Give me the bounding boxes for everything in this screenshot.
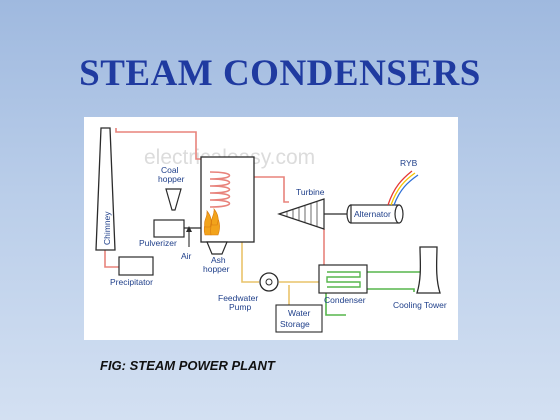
precipitator: Precipitator xyxy=(110,256,154,287)
chimney-label: Chimney xyxy=(102,211,112,245)
feedwater-pump-label-2: Pump xyxy=(229,302,251,312)
water-storage-label-2: Storage xyxy=(280,319,310,329)
furnace-flame-icon xyxy=(203,207,220,236)
precipitator-label: Precipitator xyxy=(110,277,153,287)
coal-hopper-label-1: Coal xyxy=(161,165,179,175)
output-wires-icon xyxy=(387,170,419,206)
feedwater-pump: Feedwater Pump xyxy=(218,272,279,312)
flue-gas-pipe xyxy=(115,128,201,160)
turbine-label: Turbine xyxy=(296,187,325,197)
turbine: Turbine xyxy=(277,187,350,230)
main-steam-pipe xyxy=(254,176,289,203)
steam-power-plant-diagram: electricaleasy.com Chimney xyxy=(84,117,458,340)
alternator-label: Alternator xyxy=(354,209,391,219)
alternator: Alternator RYB xyxy=(346,158,419,224)
ash-hopper-label-1: Ash xyxy=(211,255,226,265)
cooling-tower-label: Cooling Tower xyxy=(393,300,447,310)
diagram-canvas: electricaleasy.com Chimney xyxy=(95,127,447,333)
ash-hopper-label-2: hopper xyxy=(203,264,230,274)
water-storage-label-1: Water xyxy=(288,308,311,318)
feedwater-pipe-boiler xyxy=(241,225,259,283)
ryb-label: RYB xyxy=(400,158,418,168)
figure-caption: FIG: STEAM POWER PLANT xyxy=(100,358,275,373)
condenser: Condenser xyxy=(318,264,368,305)
feed-pipes xyxy=(241,225,324,305)
boiler-tubes xyxy=(209,171,231,208)
coal-hopper: Coal hopper xyxy=(158,165,185,211)
condenser-label: Condenser xyxy=(324,295,366,305)
cooling-supply-pipe xyxy=(367,288,415,292)
pulverizer-label: Pulverizer xyxy=(139,238,177,248)
precipitator-pipe xyxy=(104,250,119,268)
cooling-tower: Cooling Tower xyxy=(393,246,447,310)
cooling-return-pipe xyxy=(367,249,427,273)
boiler: Ash hopper xyxy=(200,156,255,274)
coal-hopper-label-2: hopper xyxy=(158,174,185,184)
slide-title: STEAM CONDENSERS xyxy=(79,53,481,94)
pulverizer: Pulverizer xyxy=(139,219,202,248)
air-inlet: Air xyxy=(181,226,192,261)
air-label: Air xyxy=(181,251,192,261)
chimney: Chimney xyxy=(95,127,116,251)
feedwater-pump-label-1: Feedwater xyxy=(218,293,258,303)
water-storage: Water Storage xyxy=(275,304,323,333)
steam-pipes xyxy=(104,128,325,268)
condenser-coil xyxy=(326,271,361,288)
cooling-drain-pipe xyxy=(325,292,346,316)
